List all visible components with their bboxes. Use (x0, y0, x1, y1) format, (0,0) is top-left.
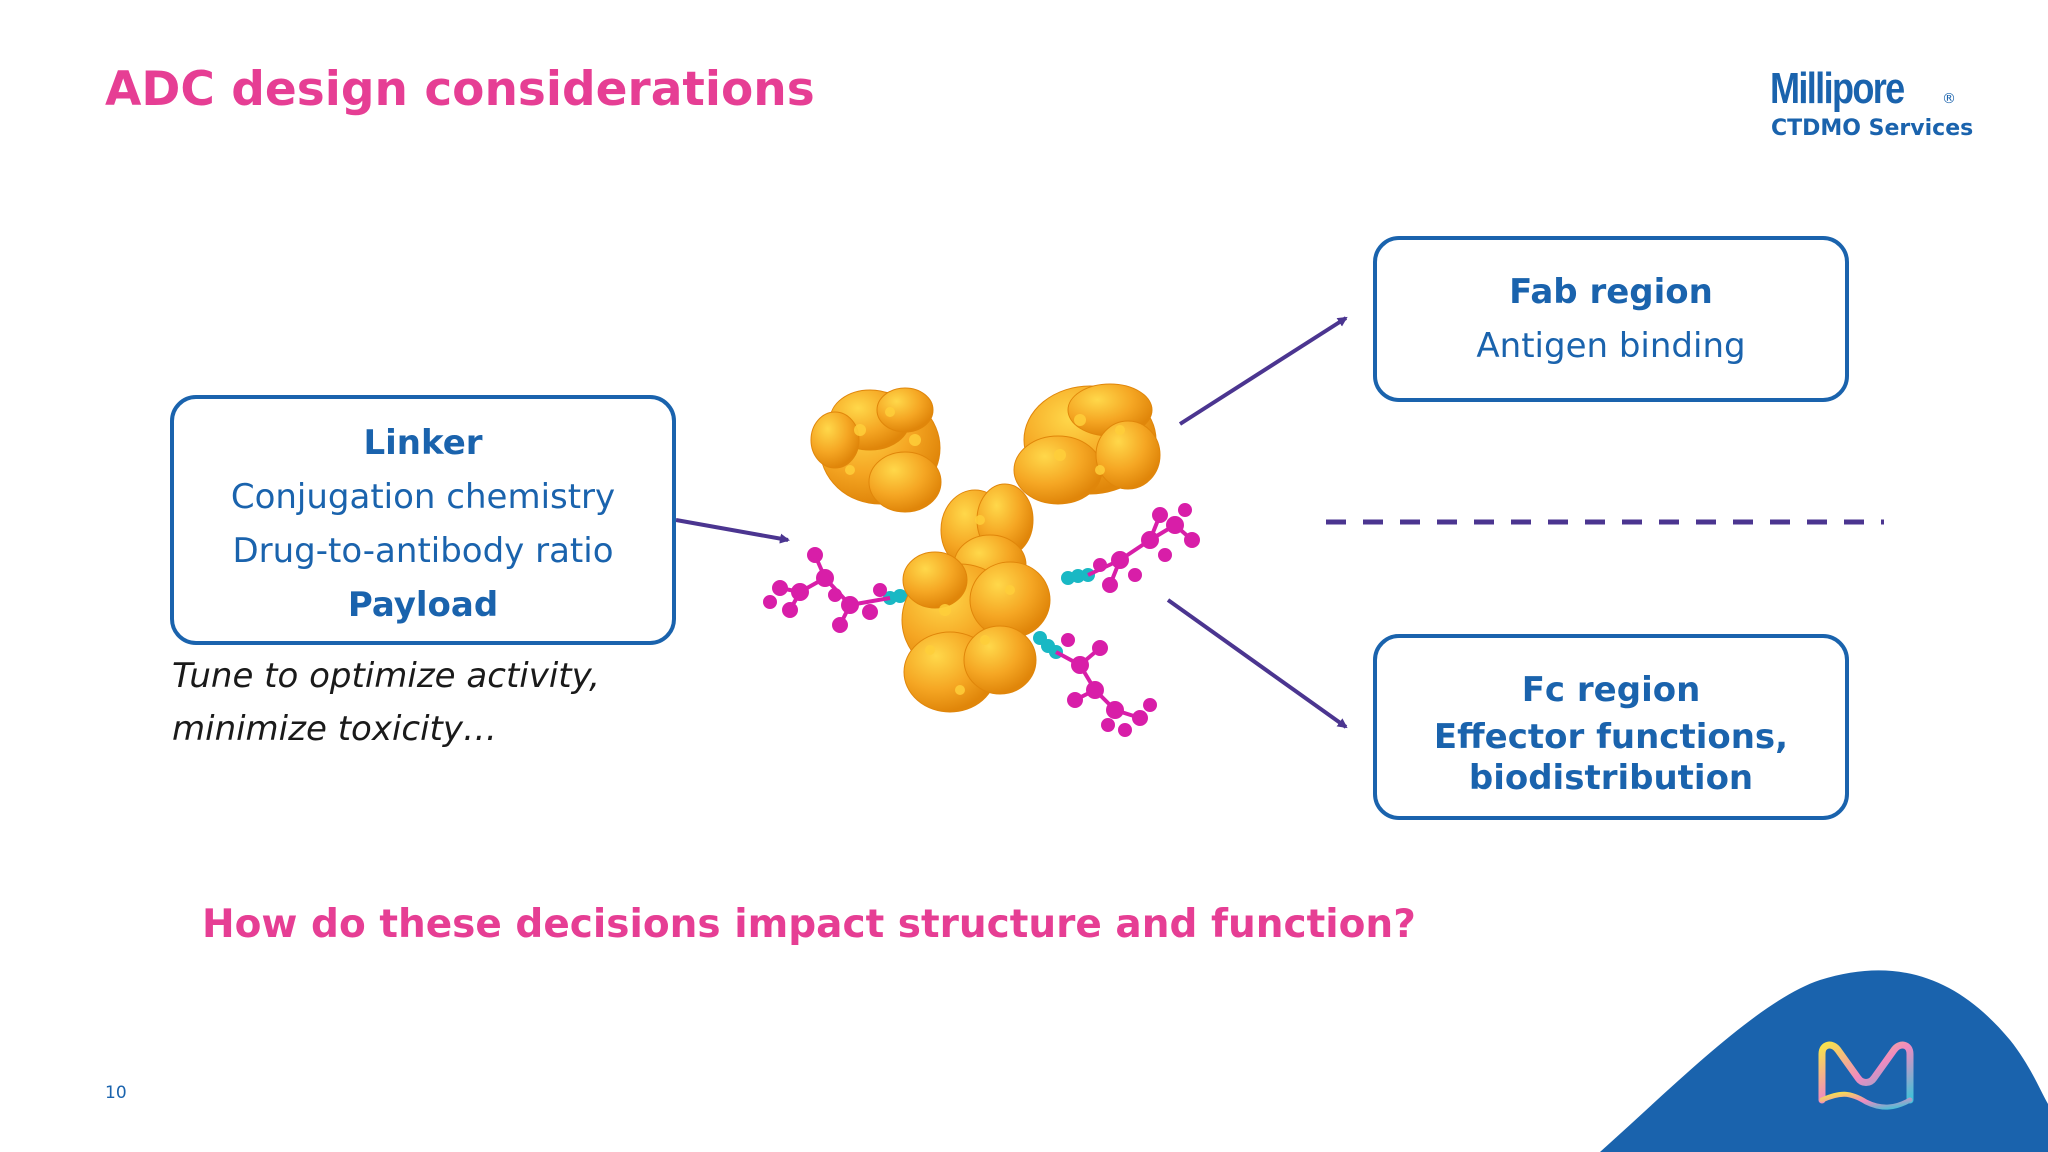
fab-region-box: Fab region Antigen binding (1373, 236, 1849, 402)
fab-detail: Antigen binding (1476, 326, 1746, 366)
page-number: 10 (105, 1083, 127, 1103)
millipore-logo: Millipore (1770, 64, 1905, 113)
fc-region-box: Fc region Effector functions, biodistrib… (1373, 634, 1849, 820)
fc-detail-line1: Effector functions, (1433, 717, 1789, 757)
slide-title: ADC design considerations (105, 62, 815, 117)
fc-heading: Fc region (1521, 670, 1701, 710)
fab-heading: Fab region (1509, 272, 1713, 312)
dar-text: Drug-to-antibody ratio (232, 531, 614, 571)
key-question: How do these decisions impact structure … (202, 902, 1416, 947)
linker-box: Linker Conjugation chemistry Drug-to-ant… (170, 395, 676, 645)
conjugation-chemistry-text: Conjugation chemistry (230, 477, 616, 517)
tuning-note-line2: minimize toxicity… (172, 709, 497, 749)
arrow-linker-to-antibody (675, 518, 790, 544)
payload-heading: Payload (347, 585, 499, 625)
antibody-icon (763, 383, 1200, 737)
merck-m-logo-icon (1818, 1041, 1914, 1104)
registered-mark: ® (1942, 91, 1956, 107)
arrow-to-fab (1178, 316, 1348, 426)
fc-detail-line2: biodistribution (1468, 758, 1754, 798)
arrow-to-fc (1166, 598, 1348, 729)
tuning-note: Tune to optimize activity, minimize toxi… (172, 650, 600, 756)
logo-subtitle: CTDMO Services (1771, 116, 1974, 141)
tuning-note-line1: Tune to optimize activity, (172, 656, 600, 696)
linker-heading: Linker (363, 423, 483, 463)
